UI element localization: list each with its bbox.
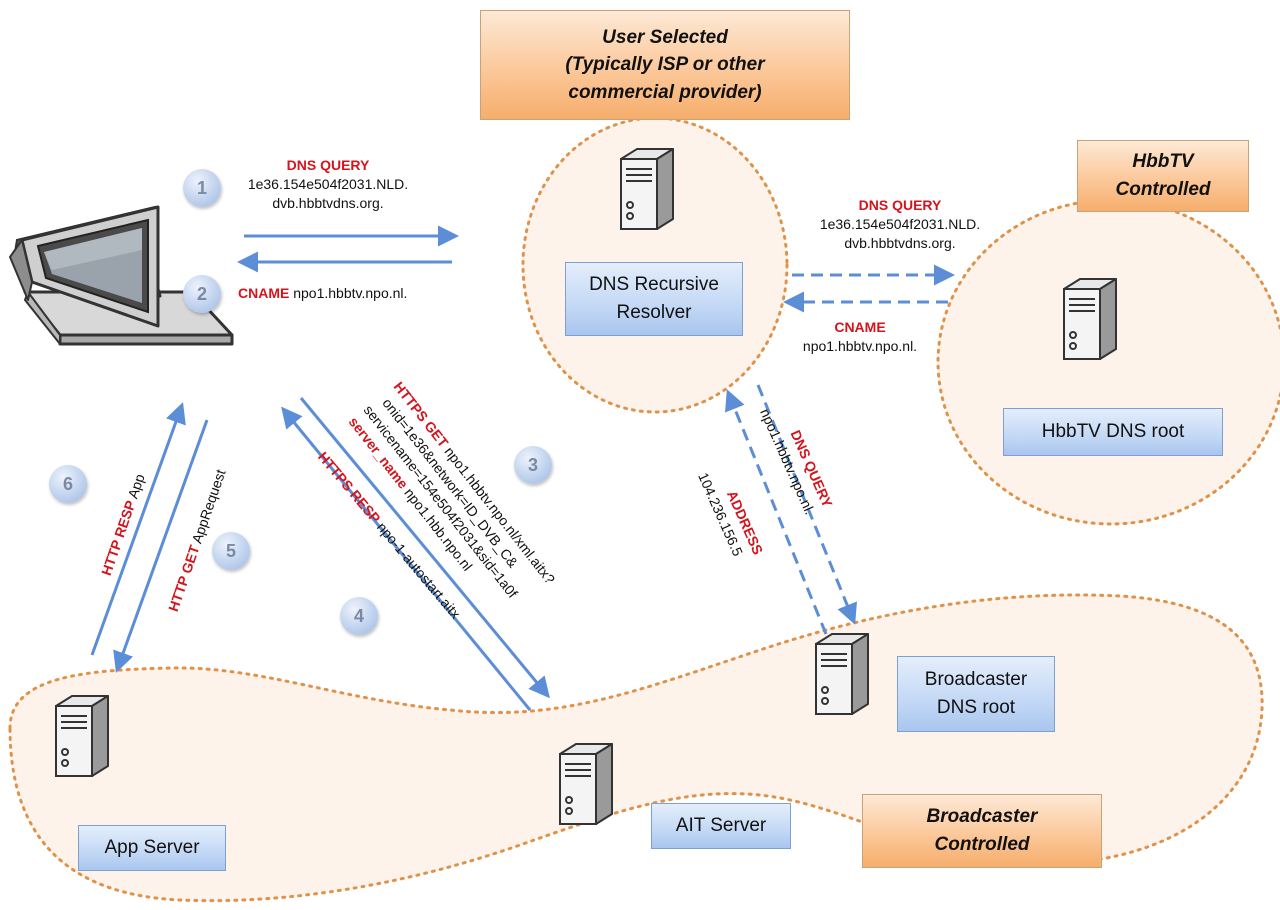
- dns-query-1-title: DNS QUERY: [286, 157, 370, 173]
- cname-2-label: CNAME npo1.hbbtv.npo.nl.: [238, 284, 407, 303]
- step-number-2: 2: [196, 283, 207, 304]
- step-badge-3: 3: [514, 446, 552, 484]
- step-badge-6: 6: [49, 465, 87, 503]
- dns-query-root-line-2: dvb.hbbtvdns.org.: [844, 235, 956, 251]
- step-number-1: 1: [196, 177, 207, 198]
- cname-root-label: CNAME npo1.hbbtv.npo.nl.: [770, 318, 950, 356]
- hbbtv-root-text: HbbTV DNS root: [1041, 421, 1185, 443]
- step-badge-4: 4: [340, 597, 378, 635]
- broadcaster-root-line-1: Broadcaster: [924, 669, 1028, 691]
- step-number-3: 3: [527, 454, 538, 475]
- app-server-label: App Server: [78, 825, 226, 871]
- hbbtv-controlled-label: HbbTV Controlled: [1077, 140, 1249, 212]
- server-icon: [620, 148, 674, 230]
- server-icon: [55, 695, 109, 777]
- server-icon: [815, 633, 869, 715]
- arrow-dns-to-broadcaster: [756, 384, 857, 625]
- dns-query-root-line-1: 1e36.154e504f2031.NLD.: [819, 216, 981, 232]
- hbbtv-root-label: HbbTV DNS root: [1003, 408, 1223, 456]
- user-selected-line-3: commercial provider): [568, 81, 762, 103]
- app-server-text: App Server: [104, 837, 200, 859]
- hbbtv-controlled-line-1: HbbTV: [1132, 151, 1194, 173]
- arrow-step-5: [113, 419, 209, 673]
- user-selected-line-2: (Typically ISP or other: [565, 54, 765, 76]
- dns-query-1-line-1: 1e36.154e504f2031.NLD.: [247, 176, 409, 192]
- arrow-step-6: [90, 402, 186, 656]
- dns-resolver-line-2: Resolver: [616, 302, 692, 323]
- step-badge-2: 2: [183, 275, 221, 313]
- user-selected-label: User Selected (Typically ISP or other co…: [480, 10, 850, 120]
- step-badge-5: 5: [212, 532, 250, 570]
- dns-query-root-label: DNS QUERY 1e36.154e504f2031.NLD. dvb.hbb…: [790, 196, 1010, 253]
- dns-query-root-title: DNS QUERY: [858, 197, 942, 213]
- dns-resolver-line-1: DNS Recursive: [589, 274, 719, 296]
- dns-query-1-line-2: dvb.hbbtvdns.org.: [272, 195, 384, 211]
- server-icon: [559, 743, 613, 825]
- dns-resolver-label: DNS Recursive Resolver: [565, 262, 743, 336]
- cname-root-value: npo1.hbbtv.npo.nl.: [802, 338, 918, 354]
- ait-server-label: AIT Server: [651, 803, 791, 849]
- arrow-step-3: [299, 397, 550, 699]
- cname-2-value: npo1.hbbtv.npo.nl.: [293, 285, 408, 301]
- user-selected-line-1: User Selected: [602, 26, 728, 48]
- broadcaster-root-label: Broadcaster DNS root: [897, 656, 1055, 732]
- step-number-6: 6: [62, 473, 73, 494]
- cname-root-title: CNAME: [834, 319, 886, 335]
- arrow-step-4: [281, 406, 532, 711]
- dns-query-1-label: DNS QUERY 1e36.154e504f2031.NLD. dvb.hbb…: [218, 156, 438, 213]
- broadcaster-root-line-2: DNS root: [936, 697, 1016, 718]
- arrow-broadcaster-to-dns: [725, 389, 828, 635]
- step-badge-1: 1: [183, 169, 221, 207]
- ait-server-text: AIT Server: [675, 815, 767, 837]
- step-number-4: 4: [353, 605, 364, 626]
- broadcaster-controlled-label: Broadcaster Controlled: [862, 794, 1102, 868]
- cname-2-title: CNAME: [238, 285, 290, 301]
- broadcaster-controlled-line-2: Controlled: [934, 834, 1030, 855]
- server-icon: [1063, 278, 1117, 360]
- step-number-5: 5: [225, 540, 236, 561]
- broadcaster-controlled-line-1: Broadcaster: [926, 806, 1038, 828]
- hbbtv-controlled-line-2: Controlled: [1115, 179, 1211, 200]
- monitor-icon: [9, 205, 234, 346]
